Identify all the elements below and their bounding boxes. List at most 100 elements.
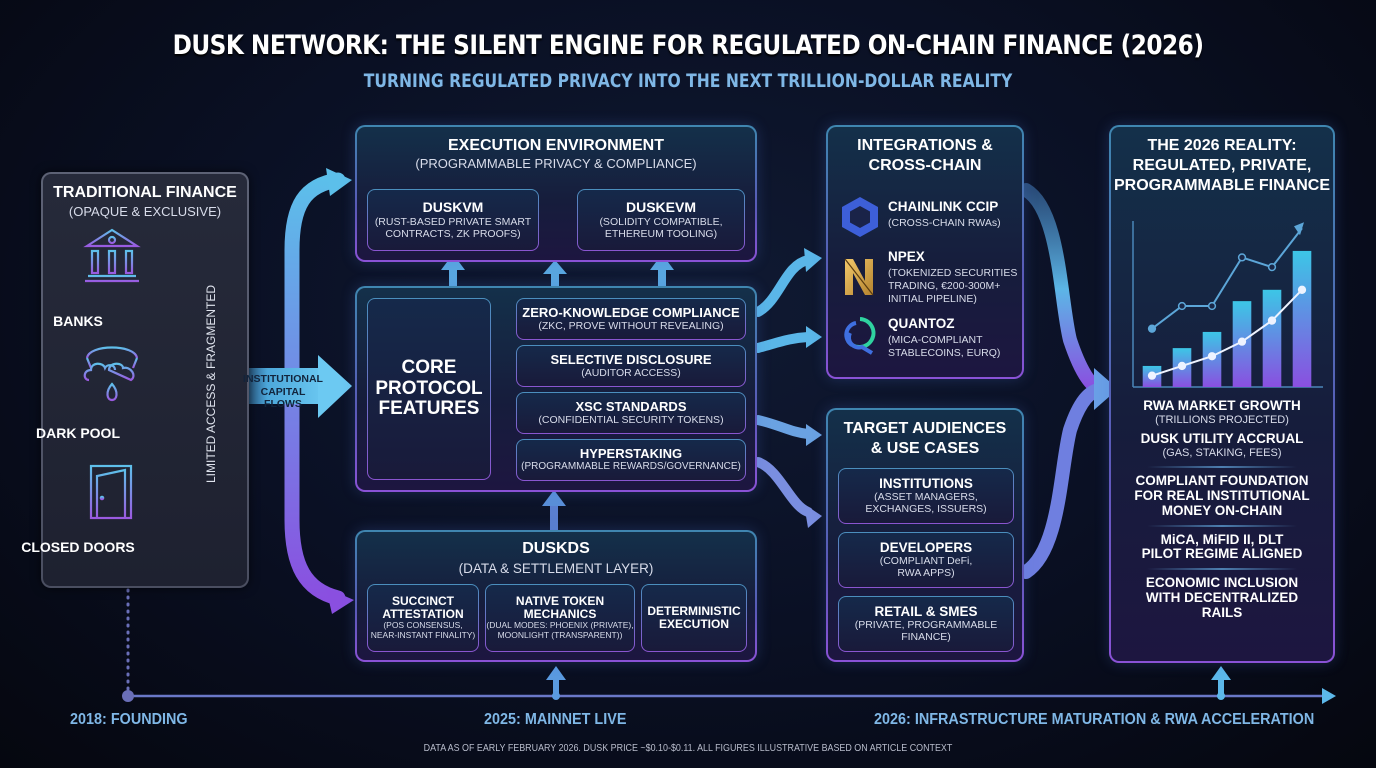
duskds-card-deterministic-execution: DETERMINISTIC EXECUTION	[641, 584, 747, 652]
audience-title: DEVELOPERS	[879, 539, 973, 555]
chart-upper-point	[1177, 301, 1187, 311]
duskevm-card: DUSKEVM (SOLIDITY COMPATIBLE, ETHEREUM T…	[577, 189, 745, 251]
feature-card-selective-disclosure: SELECTIVE DISCLOSURE (AUDITOR ACCESS)	[516, 345, 746, 387]
audience-card-developers: DEVELOPERS (COMPLIANT DeFi, RWA APPS)	[838, 532, 1014, 588]
audience-card-institutions: INSTITUTIONS (ASSET MANAGERS, EXCHANGES,…	[838, 468, 1014, 524]
audience-desc-1: (COMPLIANT DeFi,	[879, 555, 973, 568]
audience-desc-2: EXCHANGES, ISSUERS)	[865, 503, 987, 516]
chart-upper-arrowhead	[1294, 222, 1304, 236]
core-title-card: CORE PROTOCOL FEATURES	[367, 298, 491, 480]
duskds-title: DUSKDS	[522, 540, 590, 557]
core-to-right-arrows	[753, 255, 813, 517]
integration-name-quantoz: QUANTOZ	[888, 316, 955, 331]
reality-title-1: THE 2026 REALITY:	[1147, 137, 1297, 154]
divider	[1147, 465, 1297, 468]
footer-note: DATA AS OF EARLY FEBRUARY 2026. DUSK PRI…	[423, 742, 953, 754]
integrations-title-1: INTEGRATIONS &	[857, 137, 993, 154]
execution-title: EXECUTION ENVIRONMENT	[447, 137, 664, 154]
card-title-1: SUCCINCT	[392, 594, 454, 609]
integration-desc-npex-3: INITIAL PIPELINE)	[888, 293, 977, 305]
card-desc-2: NEAR-INSTANT FINALITY)	[370, 630, 476, 641]
feature-title: HYPERSTAKING	[579, 446, 683, 462]
tradfi-item-closed-doors: CLOSED DOORS	[21, 539, 135, 555]
reality-points: RWA MARKET GROWTH (TRILLIONS PROJECTED) …	[1111, 398, 1333, 621]
chart-upper-point	[1147, 324, 1157, 333]
feature-card-zk-compliance: ZERO-KNOWLEDGE COMPLIANCE (ZKC, PROVE WI…	[516, 298, 746, 340]
reality-title-3: PROGRAMMABLE FINANCE	[1114, 177, 1330, 194]
institutional-flow-label: INSTITUTIONAL CAPITAL FLOWS	[243, 373, 323, 411]
chart-upper-line	[1151, 227, 1303, 330]
door-icon	[87, 464, 139, 522]
card-desc-2: MOONLIGHT (TRANSPARENT))	[497, 630, 623, 641]
bank-icon	[83, 228, 141, 283]
chart-lower-point	[1237, 337, 1247, 346]
integrations-title-2: CROSS-CHAIN	[868, 157, 982, 174]
feature-title: XSC STANDARDS	[575, 398, 687, 414]
page-title: DUSK NETWORK: THE SILENT ENGINE FOR REGU…	[172, 30, 1204, 61]
reality-point-title: COMPLIANT FOUNDATION FOR REAL INSTITUTIO…	[1134, 472, 1310, 518]
chart-lower-point	[1177, 361, 1187, 371]
reality-point-title: DUSK UTILITY ACCRUAL	[1140, 431, 1304, 447]
audience-desc-1: (PRIVATE, PROGRAMMABLE	[854, 619, 998, 632]
duskds-subtitle: (DATA & SETTLEMENT LAYER)	[458, 561, 654, 576]
tradfi-subtitle: (OPAQUE & EXCLUSIVE)	[68, 204, 222, 219]
duskevm-desc-2: ETHEREUM TOOLING)	[604, 227, 718, 240]
duskvm-desc-1: (RUST-BASED PRIVATE SMART	[374, 215, 532, 228]
duskvm-card: DUSKVM (RUST-BASED PRIVATE SMART CONTRAC…	[367, 189, 539, 251]
feature-desc: (AUDITOR ACCESS)	[581, 367, 681, 380]
duskvm-desc-2: CONTRACTS, ZK PROOFS)	[385, 227, 521, 240]
audience-desc-2: RWA APPS)	[897, 567, 955, 580]
integration-desc-quantoz-2: STABLECOINS, EURQ)	[888, 347, 1001, 359]
audience-desc-2: FINANCE)	[901, 631, 951, 644]
core-to-right-arrowheads	[804, 248, 822, 528]
card-desc-1: (POS CONSENSUS,	[383, 620, 463, 631]
target-audiences-panel: TARGET AUDIENCES & USE CASES INSTITUTION…	[826, 408, 1024, 662]
audience-desc-1: (ASSET MANAGERS,	[874, 491, 978, 504]
audiences-title-2: & USE CASES	[870, 440, 980, 457]
reality-point-title: RWA MARKET GROWTH	[1143, 398, 1301, 413]
integration-desc-npex-1: (TOKENIZED SECURITIES	[888, 267, 1018, 279]
chart-lower-point	[1297, 285, 1307, 294]
reality-title-2: REGULATED, PRIVATE,	[1132, 157, 1312, 174]
chart-bar	[1292, 250, 1312, 387]
card-title-1: DETERMINISTIC	[647, 603, 741, 618]
duskvm-title: DUSKVM	[422, 199, 484, 216]
card-title-2: EXECUTION	[658, 617, 729, 631]
chart-lower-point	[1207, 352, 1217, 361]
chart-upper-point	[1207, 301, 1217, 311]
npex-n-logo-icon	[844, 258, 874, 296]
feature-desc: (ZKC, PROVE WITHOUT REVEALING)	[538, 320, 724, 333]
tradfi-title: TRADITIONAL FINANCE	[53, 184, 237, 201]
chainlink-hexagon-icon	[842, 197, 878, 237]
duskds-card-succinct-attestation: SUCCINCT ATTESTATION (POS CONSENSUS, NEA…	[367, 584, 479, 652]
tradfi-item-dark-pool: DARK POOL	[36, 425, 120, 441]
feature-desc: (CONFIDENTIAL SECURITY TOKENS)	[538, 414, 724, 427]
quantoz-q-logo-icon	[844, 317, 876, 355]
execution-subtitle: (PROGRAMMABLE PRIVACY & COMPLIANCE)	[415, 156, 697, 171]
feature-title: ZERO-KNOWLEDGE COMPLIANCE	[522, 304, 740, 320]
divider	[1147, 524, 1297, 527]
core-title-line-2: PROTOCOL	[375, 377, 483, 399]
reality-panel: THE 2026 REALITY: REGULATED, PRIVATE, PR…	[1109, 125, 1335, 663]
core-title-line-3: FEATURES	[378, 398, 480, 420]
card-title-2: ATTESTATION	[382, 607, 464, 622]
flow-label-line-1: INSTITUTIONAL	[243, 373, 323, 385]
chart-lower-point	[1267, 316, 1277, 325]
reality-point-desc: (TRILLIONS PROJECTED)	[1155, 413, 1289, 426]
audiences-title-1: TARGET AUDIENCES	[843, 420, 1007, 437]
card-title-2: MECHANICS	[523, 607, 597, 622]
duskevm-title: DUSKEVM	[625, 199, 696, 216]
duskevm-desc-1: (SOLIDITY COMPATIBLE,	[599, 215, 723, 228]
audience-title: RETAIL & SMEs	[874, 603, 978, 619]
timeline-label-2025: 2025: MAINNET LIVE	[484, 711, 627, 728]
feature-card-hyperstaking: HYPERSTAKING (PROGRAMMABLE REWARDS/GOVER…	[516, 439, 746, 481]
integration-name-npex: NPEX	[888, 249, 925, 264]
execution-environment-panel: EXECUTION ENVIRONMENT (PROGRAMMABLE PRIV…	[355, 125, 757, 262]
integration-desc-quantoz-1: (MICA-COMPLIANT	[888, 334, 983, 346]
traditional-finance-panel: TRADITIONAL FINANCE (OPAQUE & EXCLUSIVE)…	[21, 172, 249, 588]
integrations-panel: INTEGRATIONS & CROSS-CHAIN CHAINLINK CCI…	[826, 125, 1024, 379]
timeline-label-2026: 2026: INFRASTRUCTURE MATURATION & RWA AC…	[874, 711, 1315, 728]
chart-lower-line	[1151, 289, 1303, 377]
duskds-panel: DUSKDS (DATA & SETTLEMENT LAYER) SUCCINC…	[355, 530, 757, 662]
duskds-card-native-token: NATIVE TOKEN MECHANICS (DUAL MODES: PHOE…	[485, 584, 635, 652]
